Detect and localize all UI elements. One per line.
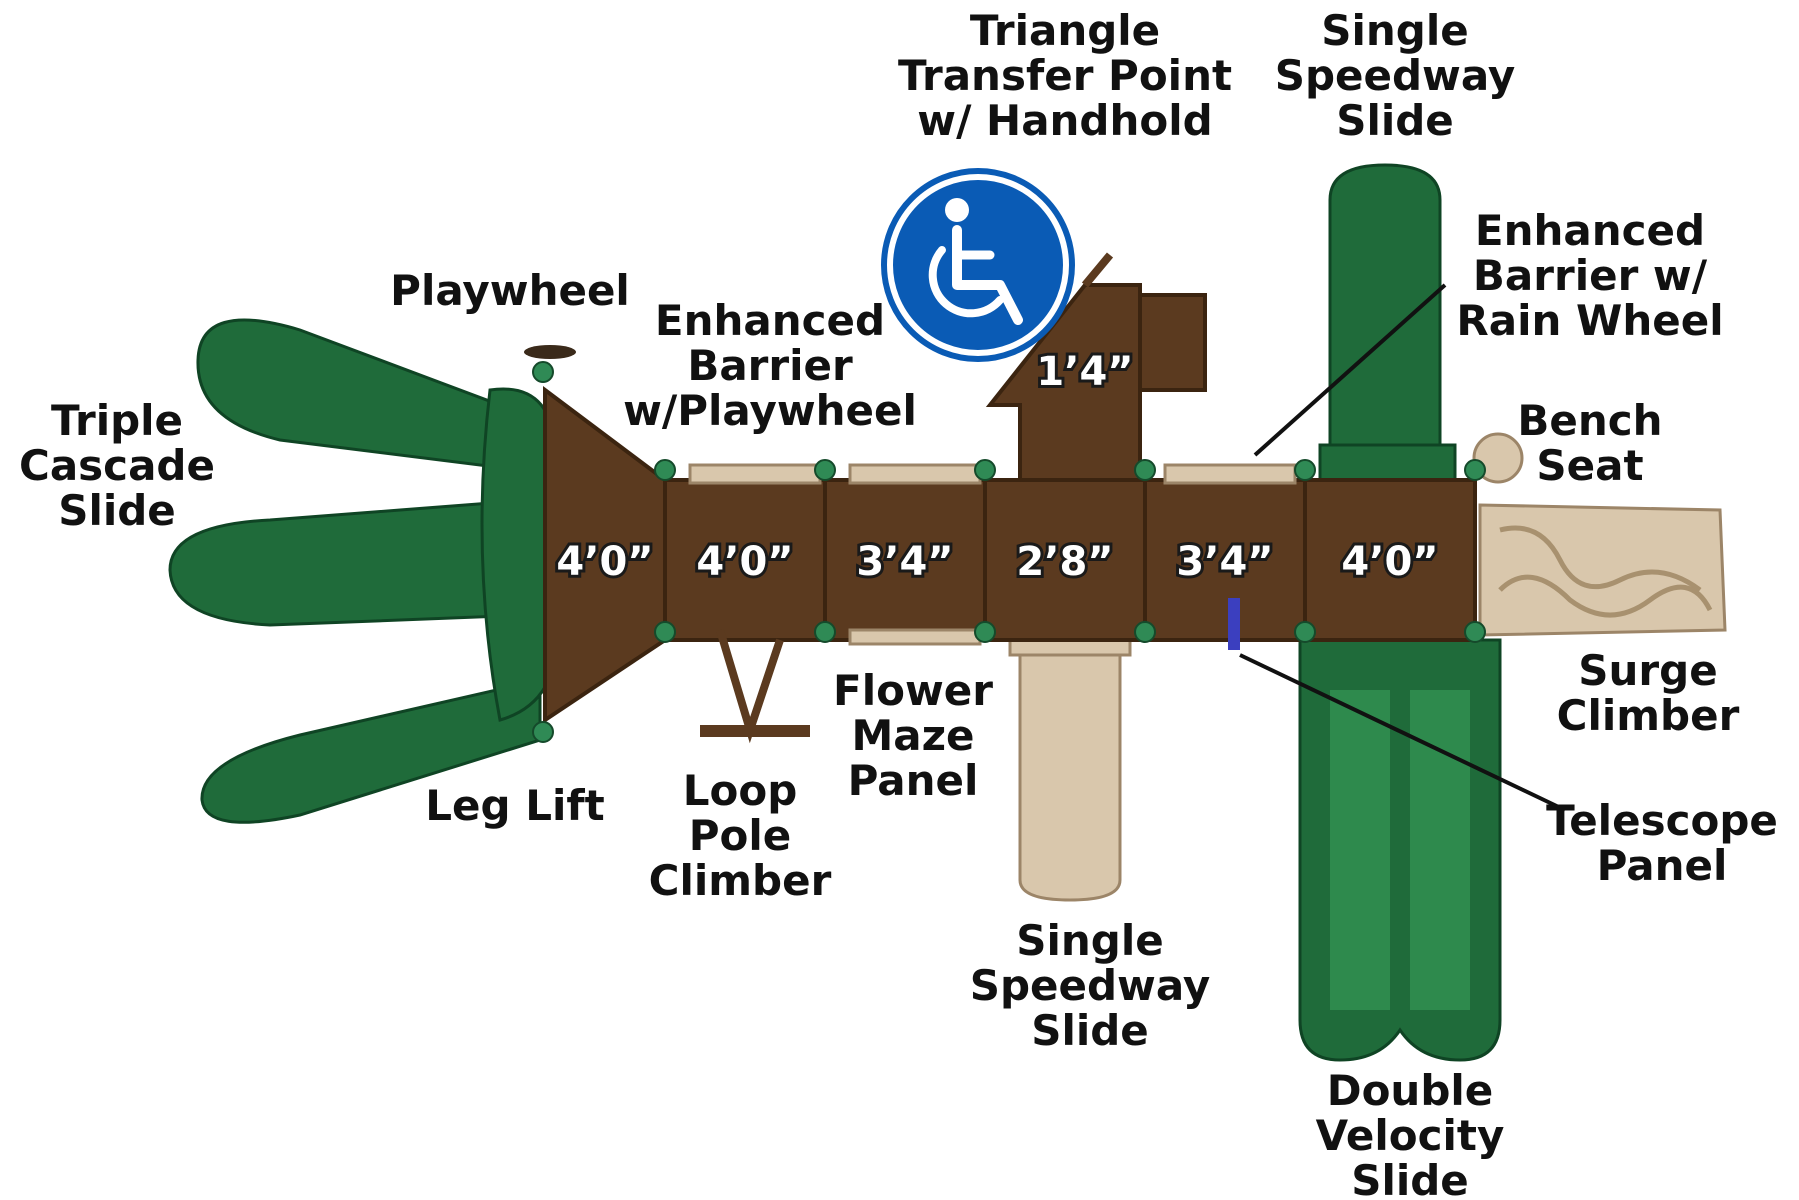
triangle-transfer-point [985, 252, 1207, 487]
label-line: Velocity [1316, 1111, 1505, 1160]
label-line: Speedway [970, 961, 1211, 1010]
label-line: Double [1327, 1066, 1494, 1115]
callout-playwheel: Playwheel [390, 266, 630, 315]
label-line: Triple [51, 396, 183, 445]
label-line: Playwheel [390, 266, 630, 315]
label-line: Speedway [1275, 51, 1516, 100]
deck-height-2: 4’0” [696, 539, 793, 585]
callout-single-speedway-bottom: Single Speedway Slide [970, 916, 1211, 1055]
label-line: Barrier w/ [1473, 251, 1708, 300]
callout-enhanced-barrier-playwheel: Enhanced Barrier w/Playwheel [623, 296, 917, 435]
callout-leg-lift: Leg Lift [425, 781, 604, 830]
label-line: Seat [1536, 441, 1643, 490]
callout-single-speedway-top: Single Speedway Slide [1275, 6, 1516, 145]
callout-telescope-panel: Telescope Panel [1546, 796, 1778, 890]
label-line: Barrier [687, 341, 853, 390]
label-line: Transfer Point [898, 51, 1232, 100]
triple-cascade-slide [168, 318, 564, 824]
label-line: Single [1016, 916, 1164, 965]
callout-triangle-transfer: Triangle Transfer Point w/ Handhold [898, 6, 1232, 145]
double-velocity-slide [1298, 638, 1502, 1062]
label-line: Telescope [1546, 796, 1778, 845]
deck-height-6: 4’0” [1341, 539, 1438, 585]
label-line: w/Playwheel [623, 386, 917, 435]
label-line: Leg Lift [425, 781, 604, 830]
label-line: w/ Handhold [917, 96, 1212, 145]
label-line: Slide [1336, 96, 1454, 145]
label-line: Enhanced [1475, 206, 1705, 255]
callout-triple-cascade: Triple Cascade Slide [19, 396, 215, 535]
callout-flower-maze: Flower Maze Panel [833, 666, 993, 805]
deck-height-5: 3’4” [1176, 539, 1273, 585]
label-line: Rain Wheel [1456, 296, 1723, 345]
single-speedway-slide-bottom [1008, 616, 1132, 902]
label-line: Panel [848, 756, 979, 805]
callout-surge-climber: Surge Climber [1557, 646, 1740, 740]
deck-height-4: 2’8” [1016, 539, 1113, 585]
ramp-height: 1’4” [1036, 349, 1133, 395]
deck-height-labels: 4’0” 4’0” 3’4” 2’8” 3’4” 4’0” 1’4” [553, 346, 1441, 588]
deck-height-1: 4’0” [556, 539, 653, 585]
label-line: Slide [1351, 1156, 1469, 1200]
label-line: Bench [1517, 396, 1662, 445]
callout-double-velocity: Double Velocity Slide [1316, 1066, 1505, 1200]
callout-enhanced-barrier-rain-wheel: Enhanced Barrier w/ Rain Wheel [1456, 206, 1723, 345]
label-line: Slide [58, 486, 176, 535]
deck-height-3: 3’4” [856, 539, 953, 585]
label-line: Triangle [970, 6, 1160, 55]
label-line: Single [1321, 6, 1469, 55]
posts [532, 361, 1486, 743]
leader-lines [1239, 283, 1566, 812]
label-line: Climber [1557, 691, 1740, 740]
loop-pole-climber [700, 628, 810, 744]
telescope-panel [1228, 598, 1240, 650]
label-line: Enhanced [655, 296, 885, 345]
label-line: Climber [649, 856, 832, 905]
surge-climber [1478, 503, 1727, 637]
label-line: Flower [833, 666, 993, 715]
label-line: Cascade [19, 441, 215, 490]
label-line: Loop [683, 766, 798, 815]
label-line: Maze [851, 711, 974, 760]
playwheel [524, 345, 576, 359]
label-line: Panel [1597, 841, 1728, 890]
callout-loop-pole-climber: Loop Pole Climber [649, 766, 832, 905]
label-line: Slide [1031, 1006, 1149, 1055]
wheelchair-icon [881, 168, 1075, 362]
label-line: Pole [689, 811, 792, 860]
single-speedway-slide-top [1318, 163, 1457, 492]
label-line: Surge [1578, 646, 1717, 695]
callout-bench-seat: Bench Seat [1517, 396, 1662, 490]
